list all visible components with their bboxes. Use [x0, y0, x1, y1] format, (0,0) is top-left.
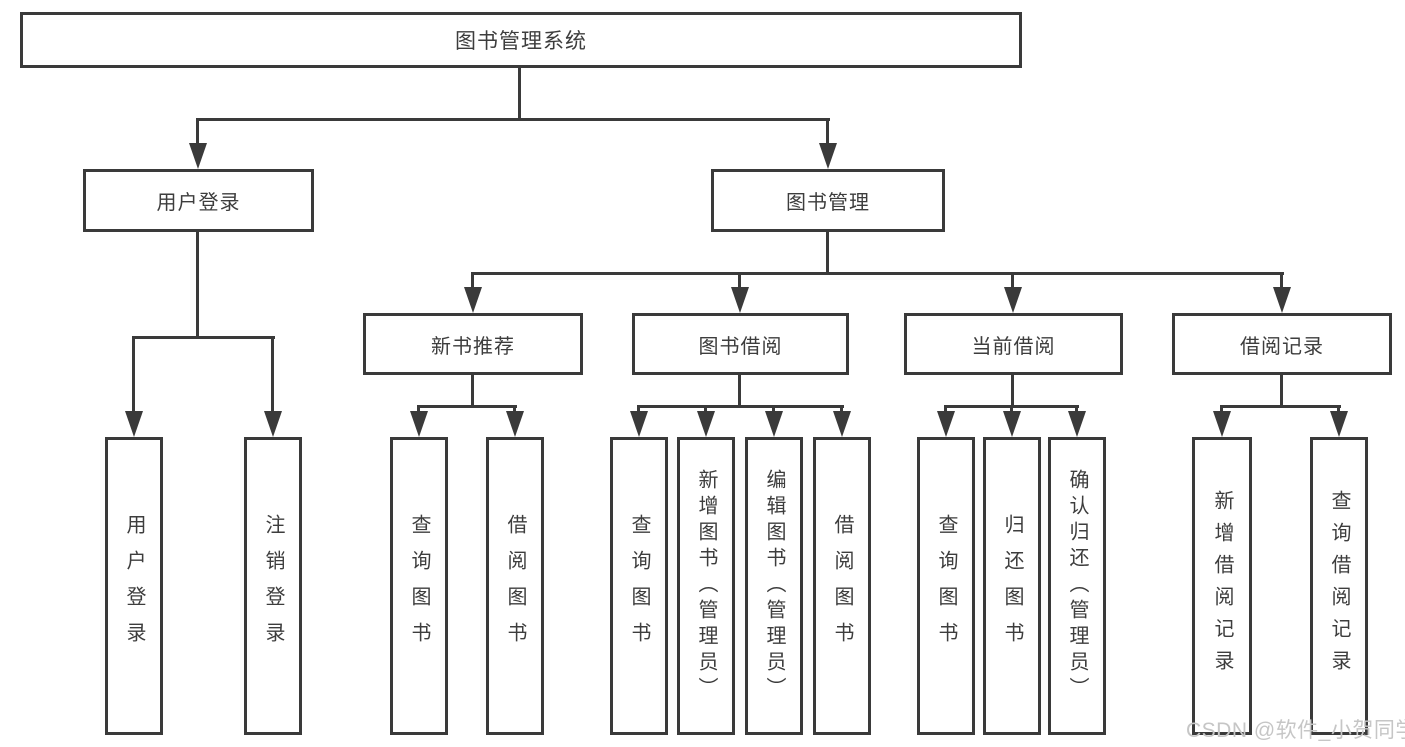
leaf-user-login-label: 用户登录 [123, 514, 145, 658]
leaf-record-query-label: 查询借阅记录 [1328, 490, 1350, 682]
connector-login-bar [132, 336, 275, 339]
leaf-recommend-borrow-book: 借阅图书 [486, 437, 544, 735]
leaf-borrow-edit-book: 编辑图书（管理员） [745, 437, 803, 735]
arrowhead-borrow-record-icon [1273, 287, 1291, 313]
arrowhead-recommend-query-icon [410, 411, 428, 437]
arrowhead-leaf-logout-icon [264, 411, 282, 437]
leaf-borrow-query-book: 查询图书 [610, 437, 668, 735]
arrowhead-borrow-edit-icon [765, 411, 783, 437]
node-user-login: 用户登录 [83, 169, 314, 232]
connector-borrow-drop-1 [637, 405, 640, 412]
leaf-current-confirm-return-label: 确认归还（管理员） [1066, 469, 1088, 703]
arrowhead-new-book-recommend-icon [464, 287, 482, 313]
leaf-current-query-book: 查询图书 [917, 437, 975, 735]
connector-mgmt-stub [826, 232, 829, 272]
arrowhead-current-borrow-icon [1004, 287, 1022, 313]
arrowhead-user-login-icon [189, 143, 207, 169]
leaf-current-query-book-label: 查询图书 [935, 514, 957, 658]
leaf-user-login: 用户登录 [105, 437, 163, 735]
connector-root-right-drop [826, 118, 829, 144]
connector-record-bar [1220, 405, 1341, 408]
arrowhead-leaf-user-login-icon [125, 411, 143, 437]
arrowhead-record-add-icon [1213, 411, 1231, 437]
connector-mgmt-drop-3 [1011, 272, 1014, 288]
leaf-record-query: 查询借阅记录 [1310, 437, 1368, 735]
connector-borrow-stub [738, 375, 741, 405]
leaf-borrow-edit-book-label: 编辑图书（管理员） [763, 469, 785, 703]
leaf-record-add: 新增借阅记录 [1192, 437, 1252, 735]
leaf-borrow-borrow-book: 借阅图书 [813, 437, 871, 735]
leaf-current-return-book: 归还图书 [983, 437, 1041, 735]
arrowhead-recommend-borrow-icon [506, 411, 524, 437]
leaf-borrow-add-book: 新增图书（管理员） [677, 437, 735, 735]
leaf-logout-label: 注销登录 [262, 514, 284, 658]
leaf-recommend-borrow-book-label: 借阅图书 [504, 514, 526, 658]
leaf-current-confirm-return: 确认归还（管理员） [1048, 437, 1106, 735]
connector-mgmt-drop-1 [471, 272, 474, 288]
connector-recommend-stub [471, 375, 474, 405]
arrowhead-current-query-icon [937, 411, 955, 437]
connector-login-drop-1 [132, 336, 135, 411]
connector-current-drop-1 [944, 405, 947, 412]
leaf-borrow-borrow-book-label: 借阅图书 [831, 514, 853, 658]
connector-login-drop-2 [271, 336, 274, 411]
arrowhead-book-borrow-icon [731, 287, 749, 313]
node-borrow-record: 借阅记录 [1172, 313, 1392, 375]
connector-current-drop-3 [1075, 405, 1078, 412]
leaf-recommend-query-book: 查询图书 [390, 437, 448, 735]
leaf-recommend-query-book-label: 查询图书 [408, 514, 430, 658]
connector-borrow-drop-4 [840, 405, 843, 412]
connector-root-bar [196, 118, 830, 121]
connector-login-stub [196, 232, 199, 336]
leaf-borrow-query-book-label: 查询图书 [628, 514, 650, 658]
leaf-record-add-label: 新增借阅记录 [1211, 490, 1233, 682]
node-book-borrow: 图书借阅 [632, 313, 849, 375]
node-new-book-recommend: 新书推荐 [363, 313, 583, 375]
leaf-borrow-add-book-label: 新增图书（管理员） [695, 469, 717, 703]
connector-mgmt-drop-2 [738, 272, 741, 288]
connector-borrow-bar [637, 405, 844, 408]
arrowhead-borrow-query-icon [630, 411, 648, 437]
connector-root-stub [518, 68, 521, 118]
node-book-management: 图书管理 [711, 169, 945, 232]
connector-recommend-bar [417, 405, 517, 408]
connector-mgmt-bar [471, 272, 1284, 275]
connector-recommend-drop-2 [513, 405, 516, 412]
arrowhead-book-management-icon [819, 143, 837, 169]
leaf-current-return-book-label: 归还图书 [1001, 514, 1023, 658]
arrowhead-record-query-icon [1330, 411, 1348, 437]
arrowhead-current-confirm-icon [1068, 411, 1086, 437]
connector-borrow-drop-3 [772, 405, 775, 412]
connector-record-stub [1280, 375, 1283, 405]
arrowhead-current-return-icon [1003, 411, 1021, 437]
arrowhead-borrow-borrow-icon [833, 411, 851, 437]
node-root: 图书管理系统 [20, 12, 1022, 68]
arrowhead-borrow-add-icon [697, 411, 715, 437]
node-current-borrow: 当前借阅 [904, 313, 1123, 375]
connector-record-drop-2 [1337, 405, 1340, 412]
connector-mgmt-drop-4 [1280, 272, 1283, 288]
watermark-text: CSDN @软件_小贺同学 [1186, 719, 1405, 742]
connector-current-stub [1011, 375, 1014, 405]
connector-current-drop-2 [1010, 405, 1013, 412]
connector-root-left-drop [196, 118, 199, 144]
leaf-logout: 注销登录 [244, 437, 302, 735]
connector-borrow-drop-2 [704, 405, 707, 412]
connector-record-drop-1 [1220, 405, 1223, 412]
connector-recommend-drop-1 [417, 405, 420, 412]
